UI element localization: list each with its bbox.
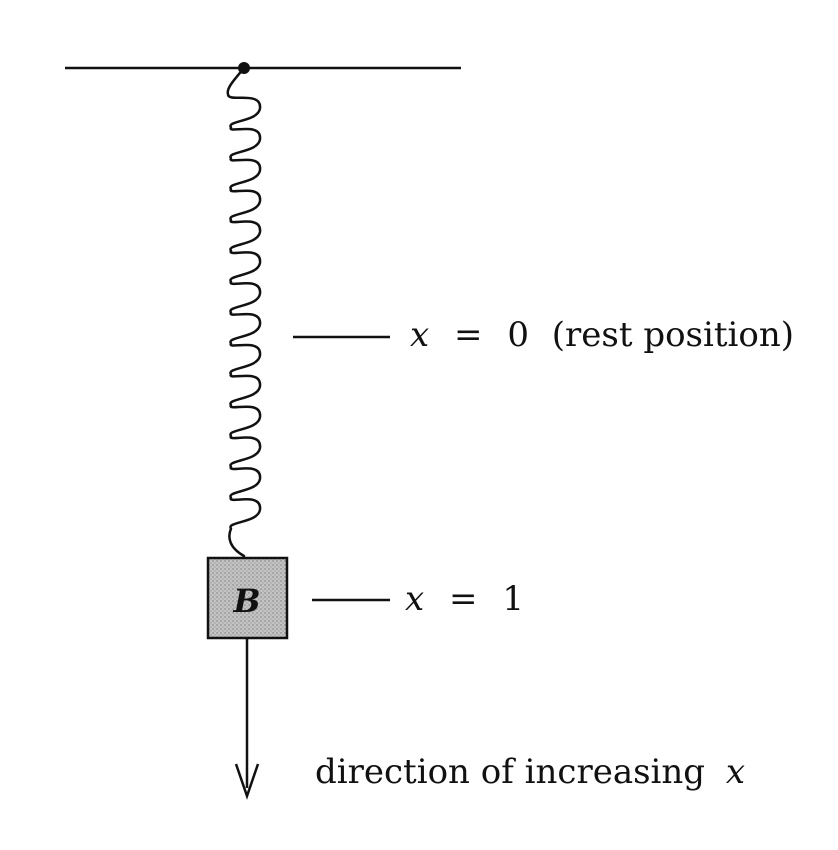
position-one-label: x = 1 — [405, 579, 524, 619]
block-b-label: B — [232, 582, 260, 620]
direction-arrow-head — [234, 763, 260, 800]
direction-label: direction of increasing x — [315, 752, 745, 792]
spring-coil — [226, 66, 262, 558]
rest-position-label: x = 0 (rest position) — [410, 315, 794, 355]
block-b — [206, 556, 289, 640]
